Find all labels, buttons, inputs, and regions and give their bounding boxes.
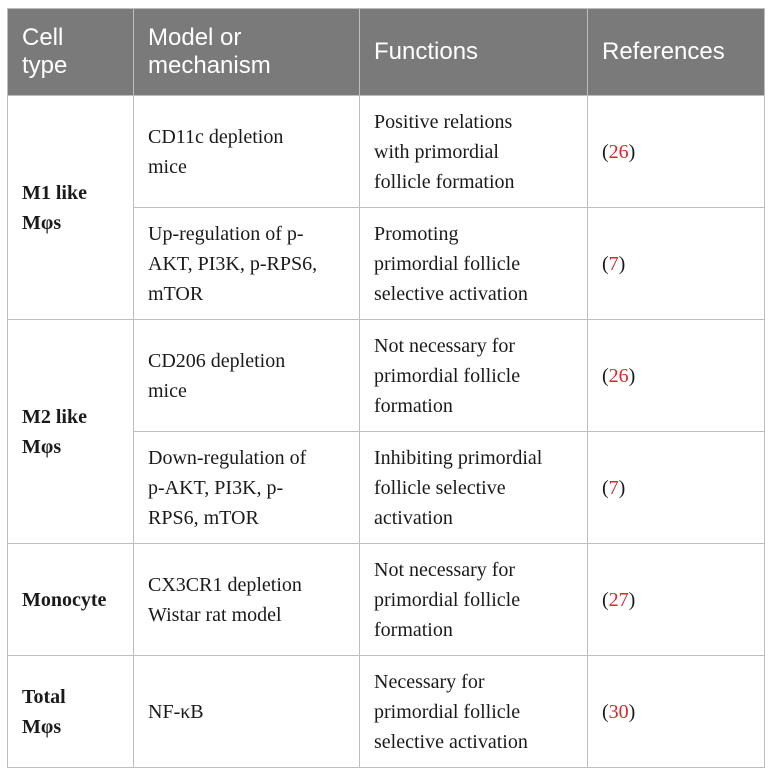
cell-type-cell: Total Mφs xyxy=(7,655,134,768)
reference-cell: (26) xyxy=(587,95,765,208)
model-cell: CD11c depletion mice xyxy=(133,95,360,208)
reference-link[interactable]: 7 xyxy=(608,252,619,275)
functions-cell: Promoting primordial follicle selective … xyxy=(359,207,588,320)
ref-open: ( xyxy=(602,252,609,275)
cell-text: Mφs xyxy=(22,435,62,458)
cell-text: p-AKT, PI3K, p- xyxy=(148,476,284,499)
header-text: Cell xyxy=(22,24,64,51)
cell-text: Down-regulation of xyxy=(148,446,307,469)
cell-text: M1 like xyxy=(22,181,87,204)
model-cell: CX3CR1 depletion Wistar rat model xyxy=(133,543,360,656)
header-functions: Functions xyxy=(359,8,588,96)
cell-type-cell: Monocyte xyxy=(7,543,134,656)
cell-text: follicle selective xyxy=(374,476,506,499)
reference-link[interactable]: 26 xyxy=(608,140,629,163)
header-references: References xyxy=(587,8,765,96)
ref-close: ) xyxy=(628,588,636,611)
table-body: M1 like Mφs CD11c depletion mice Positiv… xyxy=(7,95,765,768)
cell-text: mice xyxy=(148,155,187,178)
table-header: Cell type Model or mechanism Functions R… xyxy=(7,8,765,96)
reference-cell: (26) xyxy=(587,319,765,432)
ref-close: ) xyxy=(628,140,636,163)
ref-open: ( xyxy=(602,364,609,387)
cell-text: mice xyxy=(148,379,187,402)
cell-text: with primordial xyxy=(374,140,499,163)
cell-text: Total xyxy=(22,685,66,708)
header-text: type xyxy=(22,52,68,79)
cell-text: formation xyxy=(374,394,453,417)
cell-text: Promoting xyxy=(374,222,459,245)
cell-text: RPS6, mTOR xyxy=(148,506,259,529)
functions-cell: Necessary for primordial follicle select… xyxy=(359,655,588,768)
cell-text: Necessary for xyxy=(374,670,485,693)
cell-text: Not necessary for xyxy=(374,334,516,357)
table-row: Down-regulation of p-AKT, PI3K, p- RPS6,… xyxy=(8,431,765,544)
model-cell: Up-regulation of p- AKT, PI3K, p-RPS6, m… xyxy=(133,207,360,320)
reference-cell: (27) xyxy=(587,543,765,656)
cell-text: primordial follicle xyxy=(374,588,521,611)
cell-text: Monocyte xyxy=(22,588,107,611)
reference-link[interactable]: 30 xyxy=(608,700,629,723)
header-text: mechanism xyxy=(148,52,271,79)
cell-text: CX3CR1 depletion xyxy=(148,573,302,596)
table-row: Up-regulation of p- AKT, PI3K, p-RPS6, m… xyxy=(8,207,765,320)
cell-text: Mφs xyxy=(22,211,62,234)
header-model: Model or mechanism xyxy=(133,8,360,96)
reference-cell: (7) xyxy=(587,207,765,320)
cell-type-cell: M2 like Mφs xyxy=(7,319,134,544)
ref-open: ( xyxy=(602,476,609,499)
cell-text: Up-regulation of p- xyxy=(148,222,304,245)
cell-text: primordial follicle xyxy=(374,700,521,723)
cell-text: selective activation xyxy=(374,730,528,753)
cell-text: AKT, PI3K, p-RPS6, xyxy=(148,252,318,275)
ref-open: ( xyxy=(602,588,609,611)
reference-link[interactable]: 27 xyxy=(608,588,629,611)
functions-cell: Positive relations with primordial folli… xyxy=(359,95,588,208)
table-row: Total Mφs NF-κB Necessary for primordial… xyxy=(7,655,765,768)
cell-text: formation xyxy=(374,618,453,641)
model-cell: Down-regulation of p-AKT, PI3K, p- RPS6,… xyxy=(133,431,360,544)
cell-text: selective activation xyxy=(374,282,528,305)
ref-open: ( xyxy=(602,700,609,723)
table-row: M2 like Mφs CD206 depletion mice Not nec… xyxy=(7,319,765,544)
cell-type-cell: M1 like Mφs xyxy=(7,95,134,320)
cell-text: Positive relations xyxy=(374,110,513,133)
cell-text: NF-κB xyxy=(148,700,204,723)
table-row: Monocyte CX3CR1 depletion Wistar rat mod… xyxy=(7,543,765,656)
reference-link[interactable]: 7 xyxy=(608,476,619,499)
cell-text: Inhibiting primordial xyxy=(374,446,543,469)
reference-cell: (7) xyxy=(587,431,765,544)
model-cell: NF-κB xyxy=(133,655,360,768)
cell-text: Wistar rat model xyxy=(148,603,282,626)
cell-text: follicle formation xyxy=(374,170,515,193)
ref-close: ) xyxy=(628,700,636,723)
table-row: M1 like Mφs CD11c depletion mice Positiv… xyxy=(7,95,765,320)
ref-close: ) xyxy=(618,476,626,499)
functions-cell: Inhibiting primordial follicle selective… xyxy=(359,431,588,544)
reference-link[interactable]: 26 xyxy=(608,364,629,387)
model-cell: CD206 depletion mice xyxy=(133,319,360,432)
functions-cell: Not necessary for primordial follicle fo… xyxy=(359,319,588,432)
header-row: Cell type Model or mechanism Functions R… xyxy=(7,8,765,96)
cell-text: CD11c depletion xyxy=(148,125,284,148)
ref-close: ) xyxy=(618,252,626,275)
cell-text: Not necessary for xyxy=(374,558,516,581)
cell-text: activation xyxy=(374,506,453,529)
cell-text: primordial follicle xyxy=(374,364,521,387)
reference-cell: (30) xyxy=(587,655,765,768)
cell-text: Mφs xyxy=(22,715,62,738)
data-table: Cell type Model or mechanism Functions R… xyxy=(7,8,765,768)
cell-text: M2 like xyxy=(22,405,87,428)
ref-open: ( xyxy=(602,140,609,163)
cell-text: CD206 depletion xyxy=(148,349,286,372)
header-cell-type: Cell type xyxy=(7,8,134,96)
header-text: Model or xyxy=(148,24,242,51)
functions-cell: Not necessary for primordial follicle fo… xyxy=(359,543,588,656)
cell-text: primordial follicle xyxy=(374,252,521,275)
ref-close: ) xyxy=(628,364,636,387)
cell-text: mTOR xyxy=(148,282,204,305)
